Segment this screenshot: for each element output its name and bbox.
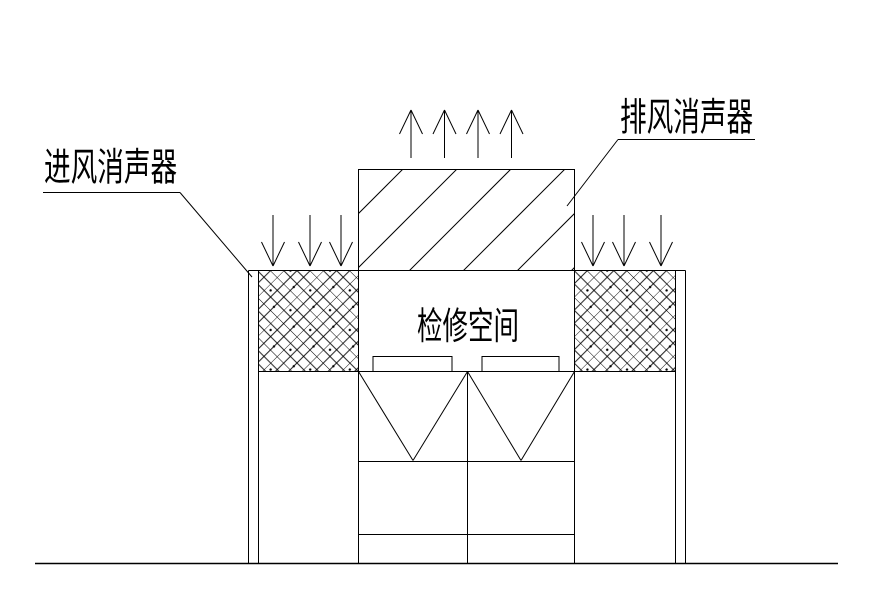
left-support-wall [248,270,259,564]
exhaust-label-leader [566,139,755,207]
fan-cones [358,371,575,461]
exhaust-silencer-label: 排风消声器 [620,96,754,141]
intake-silencer-label: 进风消声器 [44,146,178,191]
down-arrows-right [581,215,673,267]
up-arrows [399,109,524,158]
equipment-bases [372,356,560,372]
exhaust-silencer-box [358,169,575,271]
maintenance-space-label: 检修空间 [417,304,519,349]
intake-silencer-right-box [574,270,676,372]
down-arrows-left [261,215,353,267]
intake-label-leader [43,192,253,278]
central-unit-frame [358,169,575,564]
intake-silencer-left-box [258,270,359,372]
right-support-wall [675,270,686,564]
